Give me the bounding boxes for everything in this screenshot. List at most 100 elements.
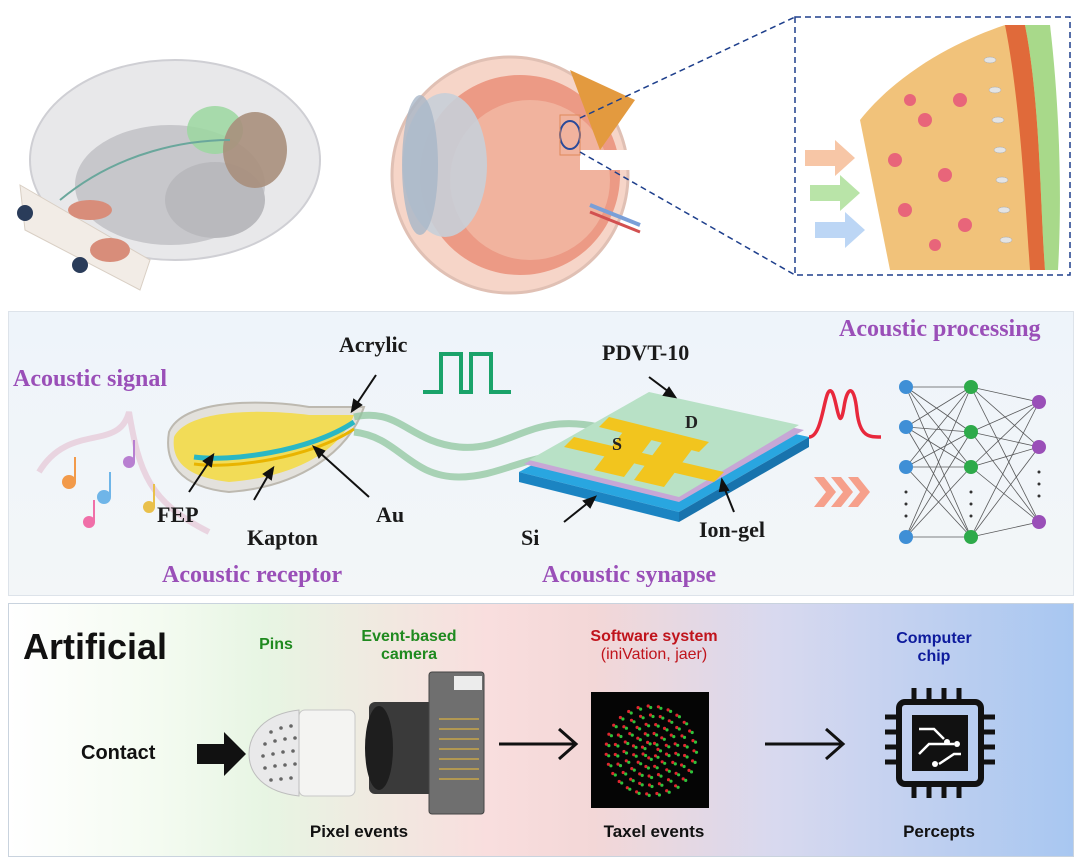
taxel-event-dot (621, 717, 625, 721)
taxel-event-dot (676, 753, 680, 757)
neural-network-diagram (899, 380, 1046, 544)
taxel-event-dot (640, 773, 644, 777)
taxel-event-dot (622, 749, 626, 754)
software-label-line1: Software system (590, 628, 718, 645)
taxel-event-dot (606, 762, 611, 766)
square-wave-icon (423, 352, 511, 394)
taxel-event-dot (657, 782, 662, 786)
taxel-event-dot (681, 777, 685, 781)
taxel-event-dot (629, 711, 633, 715)
taxel-event-dot (649, 757, 653, 761)
taxel-event-dot (661, 716, 665, 720)
taxel-event-dot (656, 705, 661, 709)
taxel-event-dot (640, 783, 644, 787)
taxel-event-dot (623, 740, 627, 744)
taxel-event-dot (689, 770, 694, 774)
taxel-event-dot (653, 754, 658, 758)
taxel-event-dot (626, 741, 630, 746)
taxel-event-dot (614, 725, 618, 729)
acoustic-synapse-device (519, 392, 809, 522)
taxel-event-dot (672, 735, 676, 739)
chip-label: Computer chip (884, 630, 984, 666)
taxel-event-dot (618, 715, 623, 720)
acoustic-panel: S D Acoustic signal Acoustic receptor Ac… (8, 311, 1074, 596)
taxel-event-dot (655, 766, 659, 770)
taxel-event-dot (635, 790, 639, 794)
taxel-event-dot (660, 760, 664, 764)
pixel-events-label: Pixel events (309, 822, 409, 841)
taxel-event-dot (665, 728, 669, 732)
taxel-event-dot (669, 779, 673, 783)
taxel-event-dot (667, 754, 671, 758)
taxel-event-dot (667, 769, 671, 773)
taxel-event-dot (662, 726, 667, 730)
taxel-event-dot (694, 750, 699, 754)
taxel-event-dot (688, 729, 692, 733)
taxel-event-dot (627, 760, 631, 764)
taxel-event-dot (675, 725, 679, 730)
taxel-event-dot (616, 733, 621, 737)
taxel-event-dot (665, 789, 669, 793)
taxel-event-dot (656, 747, 660, 751)
taxel-event-dot (669, 709, 673, 713)
event-camera-icon (365, 671, 485, 815)
taxel-event-dot (643, 732, 647, 736)
taxel-event-dot (675, 713, 679, 717)
taxel-event-dot (648, 742, 652, 746)
taxel-event-dot (685, 745, 689, 749)
taxel-event-dot (647, 783, 652, 787)
camera-label: Event-based camera (349, 628, 469, 664)
acrylic-label: Acrylic (339, 332, 408, 357)
taxel-event-dot (676, 785, 680, 789)
taxel-event-dot (659, 774, 663, 778)
taxel-event-dot (646, 704, 650, 708)
taxel-event-dot (636, 760, 640, 764)
taxel-event-dot (617, 779, 621, 784)
pdvt-label: PDVT-10 (602, 340, 690, 365)
taxel-event-dot (611, 771, 615, 776)
acoustic-synapse-title: Acoustic synapse (542, 562, 717, 588)
taxel-event-dot (687, 768, 691, 772)
taxel-event-dot (682, 720, 686, 724)
taxel-event-dot (604, 742, 609, 746)
taxel-event-dot (629, 718, 634, 722)
taxel-event-dot (660, 736, 664, 740)
taxel-event-dot (656, 755, 660, 759)
taxel-event-dot (663, 761, 667, 765)
taxel-event-dot (639, 714, 643, 718)
taxel-event-dot (632, 720, 636, 724)
taxel-event-dot (683, 753, 687, 758)
taxel-event-dot (635, 725, 639, 729)
taxel-event-dot (644, 722, 648, 726)
taxel-event-dot (609, 734, 614, 738)
artificial-illustration (197, 671, 995, 815)
taxel-event-dot (613, 752, 617, 757)
taxel-event-dot (691, 759, 695, 763)
music-notes-icon (36, 411, 211, 535)
taxel-event-dot (628, 732, 632, 736)
taxel-event-dot (643, 747, 647, 751)
taxel-event-dot (673, 762, 677, 766)
taxel-event-dot (637, 791, 641, 795)
taxel-event-dot (692, 749, 696, 753)
taxel-event-dot (652, 741, 657, 745)
taxel-event-dot (683, 743, 687, 748)
taxel-event-dot (638, 727, 642, 731)
pins-sensor-icon (248, 709, 356, 797)
taxel-event-dot (630, 767, 634, 771)
taxel-event-dot (607, 754, 611, 758)
computer-chip-icon (885, 688, 995, 798)
acoustic-receptor-title: Acoustic receptor (162, 562, 343, 588)
taxel-event-dot (640, 745, 645, 749)
taxel-event-dot (662, 737, 666, 741)
taxel-event-dot (656, 724, 660, 728)
taxel-event-dot (647, 724, 651, 728)
taxel-event-dot (647, 774, 651, 778)
taxel-event-dot (667, 745, 671, 749)
taxel-event-dot (674, 784, 678, 788)
taxel-event-dot (660, 783, 664, 787)
taxel-event-dot (646, 733, 650, 737)
percepts-label: Percepts (903, 822, 975, 841)
software-label: Software system (iniVation, jaer) (574, 628, 734, 664)
taxel-event-dot (665, 768, 669, 772)
